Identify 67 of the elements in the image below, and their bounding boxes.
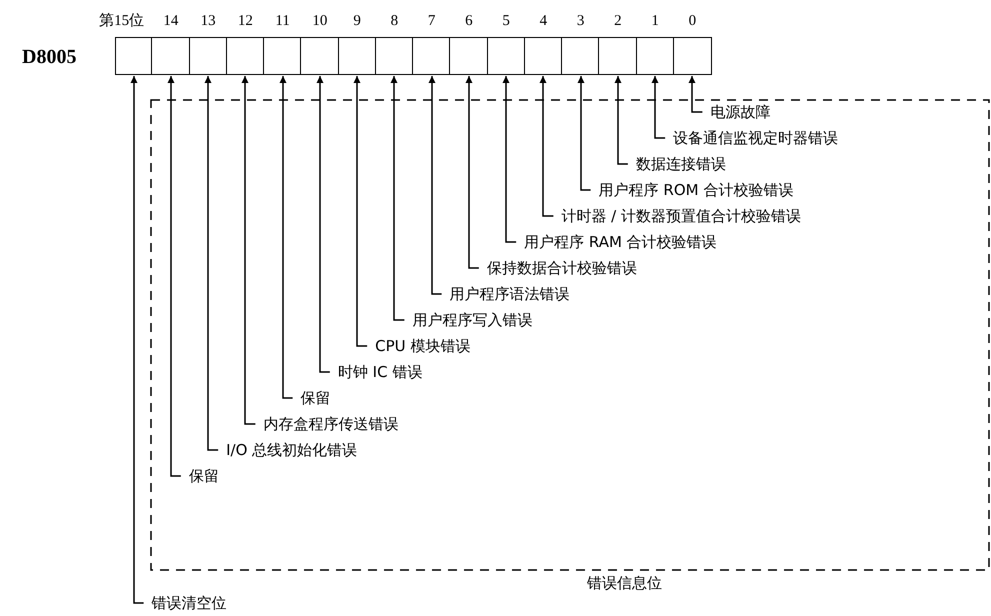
bit-cell	[636, 37, 674, 75]
bit-label: 计时器 / 计数器预置值合计校验错误	[553, 206, 801, 226]
leader-arrow	[168, 76, 181, 477]
leader-arrow	[316, 76, 330, 373]
leader-arrow	[652, 76, 666, 139]
bit-label: 保持数据合计校验错误	[478, 258, 637, 278]
bit-label: 数据连接错误	[628, 154, 726, 174]
leader-arrow	[428, 76, 442, 295]
bit-label: 用户程序写入错误	[404, 310, 532, 330]
bit-cell	[449, 37, 488, 75]
leader-arrow	[502, 76, 516, 243]
bit-label: 用户程序语法错误	[442, 284, 570, 304]
bit-number: 9	[352, 12, 362, 30]
leader-arrow	[354, 76, 368, 347]
bit-cell	[300, 37, 340, 75]
bit-number: 7	[426, 12, 436, 30]
bit-label: 设备通信监视定时器错误	[665, 128, 838, 148]
leader-arrow	[242, 76, 256, 425]
bit-number: 8	[390, 12, 400, 30]
bit-number: 0	[688, 12, 698, 30]
bit-number: 14	[162, 12, 180, 30]
leader-arrow	[204, 76, 218, 451]
bit-cell	[598, 37, 638, 75]
bit-cell	[338, 37, 376, 75]
bit-label: I/O 总线初始化错误	[218, 440, 358, 460]
leader-arrow	[578, 76, 591, 191]
bit-cell	[151, 37, 190, 75]
bit-label: 错误清空位	[144, 593, 227, 613]
bit-number: 12	[236, 12, 254, 30]
bit-number: 第15位	[98, 12, 146, 30]
bit-cell	[189, 37, 228, 75]
dashed-frame	[150, 99, 990, 593]
bit-number: 1	[650, 12, 660, 30]
leader-arrow	[540, 76, 554, 217]
bit-label: 用户程序 ROM 合计校验错误	[590, 180, 794, 200]
bit-cell	[375, 37, 414, 75]
leader-arrow	[614, 76, 628, 165]
leader-arrow	[130, 76, 144, 604]
bit-label: 保留	[180, 466, 219, 486]
bit-number: 6	[464, 12, 474, 30]
bit-label: 电源故障	[702, 102, 770, 122]
leader-arrow	[280, 76, 293, 399]
bit-number: 5	[501, 12, 511, 30]
bit-number: 2	[613, 12, 623, 30]
bit-cell	[487, 37, 526, 75]
leader-arrow	[688, 76, 702, 113]
bit-label: 用户程序 RAM 合计校验错误	[516, 232, 717, 252]
bit-cell	[524, 37, 562, 75]
bit-label: CPU 模块错误	[367, 336, 470, 356]
register-name: D8005	[22, 46, 76, 68]
bit-cell	[115, 37, 152, 75]
bit-cell	[561, 37, 600, 75]
bit-cell	[673, 37, 712, 75]
leader-arrow	[466, 76, 479, 269]
bit-number: 4	[538, 12, 548, 30]
bit-cell	[263, 37, 302, 75]
bit-cell	[412, 37, 450, 75]
frame-label: 错误信息位	[587, 573, 662, 593]
bit-label: 时钟 IC 错误	[330, 362, 422, 382]
bit-number: 13	[200, 12, 217, 30]
bit-number: 11	[274, 12, 291, 30]
bit-cell	[226, 37, 264, 75]
bit-number: 3	[576, 12, 586, 30]
bit-label: 内存盒程序传送错误	[255, 414, 398, 434]
leader-arrow	[390, 76, 404, 321]
bit-label: 保留	[292, 388, 331, 408]
bit-number: 10	[311, 12, 328, 30]
